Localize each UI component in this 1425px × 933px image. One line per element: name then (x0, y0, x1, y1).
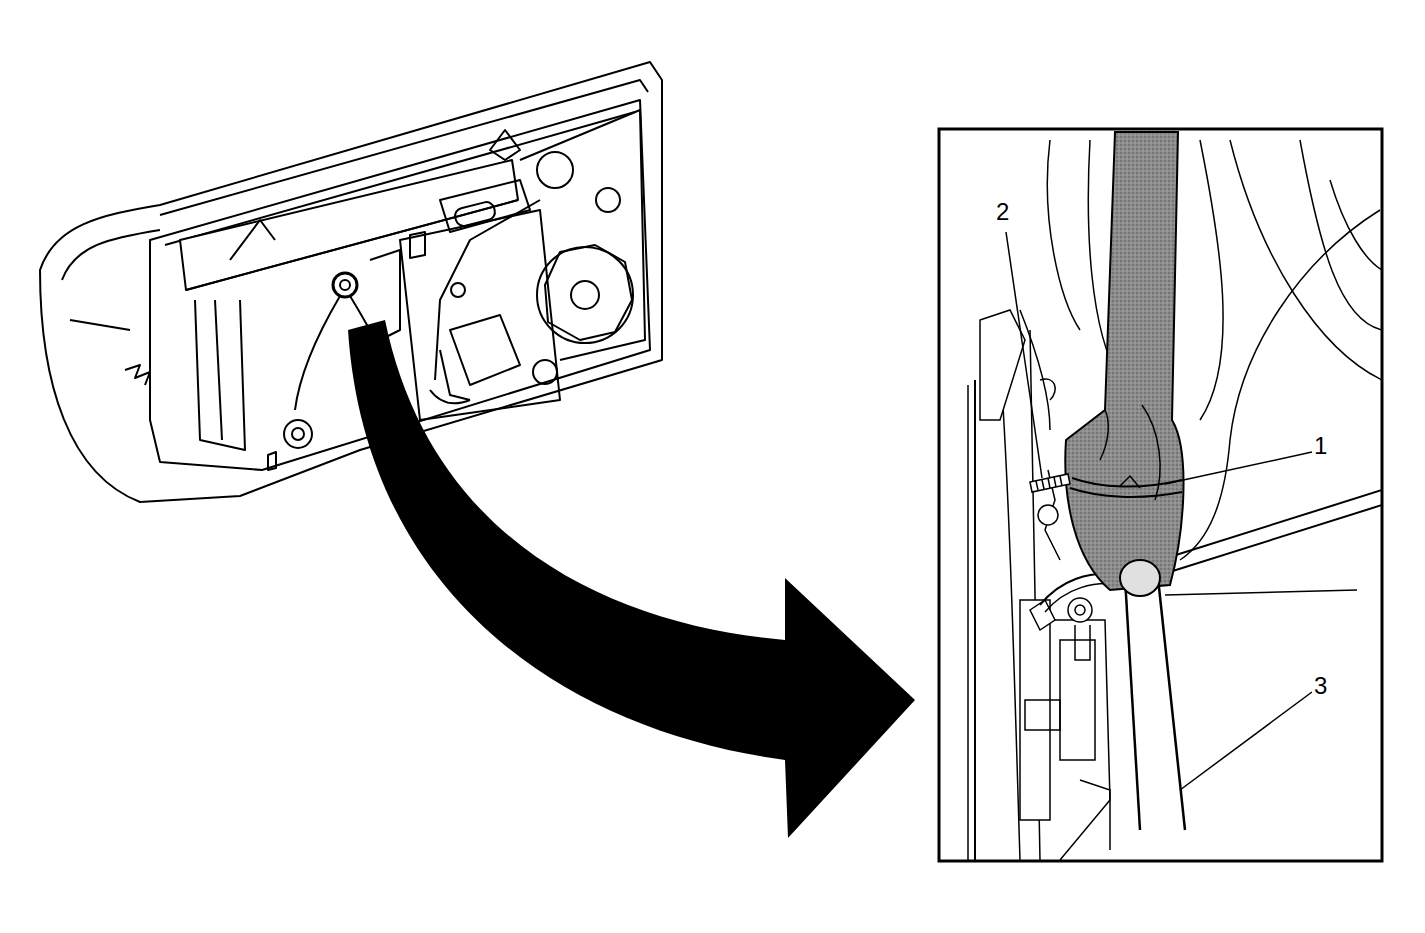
callout-number: 1 (1312, 434, 1329, 458)
leader-lines (1006, 232, 1312, 790)
door-overview (40, 62, 662, 502)
pointer-arrow (348, 320, 915, 838)
detail-view (968, 132, 1381, 860)
callout-number: 3 (1312, 674, 1329, 698)
detail-frame (939, 129, 1382, 861)
callout-number: 2 (994, 200, 1011, 224)
